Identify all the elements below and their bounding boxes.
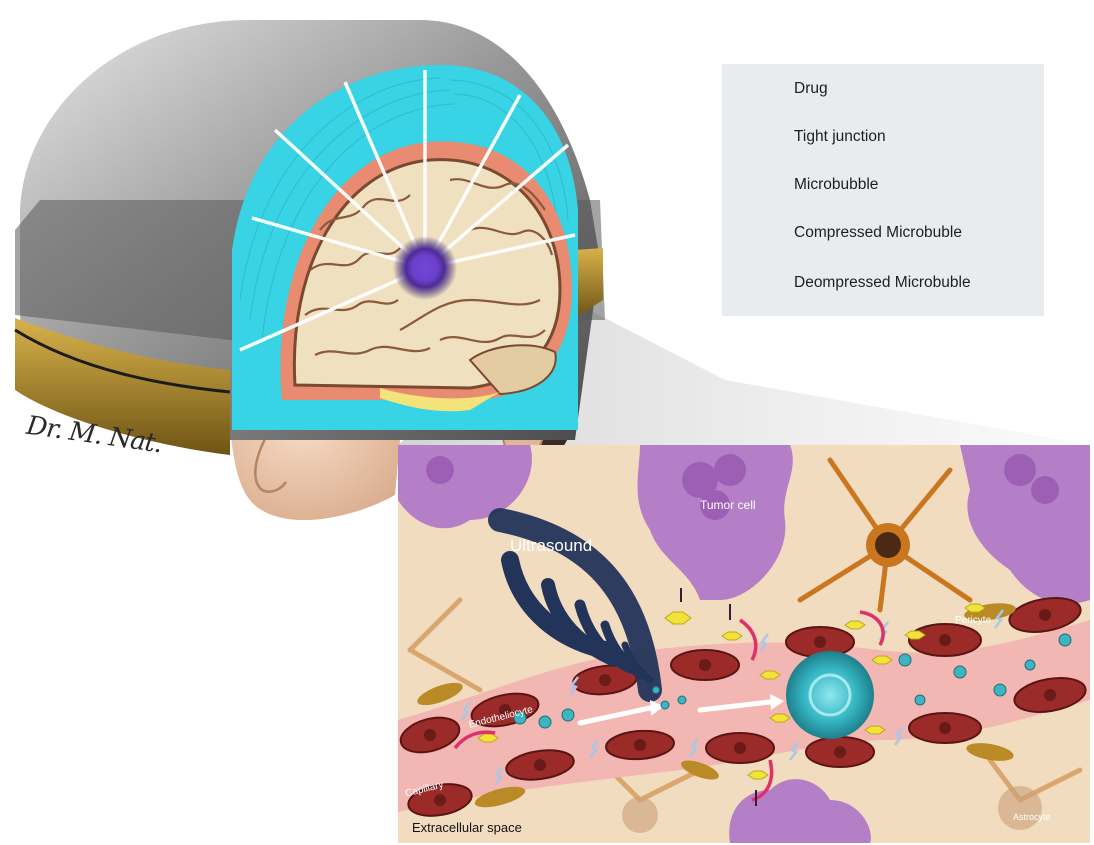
legend-label: Compressed Microbuble [794,224,962,242]
label-extracellular-space: Extracellular space [412,820,522,835]
astrocyte-bottom-right [998,786,1042,830]
legend-item-compressed-microbubble: Compressed Microbuble [722,218,1044,248]
legend-item-decompressed-microbubble: Deompressed Microbuble [722,268,1044,298]
decompressed-microbubble [786,651,874,739]
legend-label: Tight junction [794,128,886,146]
label-astrocyte: Astrocyte [1013,812,1051,822]
astrocyte-nucleus [875,532,901,558]
legend-label: Microbubble [794,176,878,194]
legend: Drug Tight junction Microbubble Compress… [722,64,1044,316]
legend-item-drug: Drug [722,74,1044,104]
label-pericyte: Pericyte [955,615,991,626]
legend-label: Drug [794,80,828,98]
legend-item-tight-junction: Tight junction [722,122,1044,152]
focal-core [411,254,439,282]
legend-label: Deompressed Microbuble [794,274,971,292]
label-tumor-cell: Tumor cell [700,498,756,512]
astrocyte-bottom [622,797,658,833]
label-ultrasound: Ultrasound [510,536,592,556]
legend-item-microbubble: Microbubble [722,170,1044,200]
